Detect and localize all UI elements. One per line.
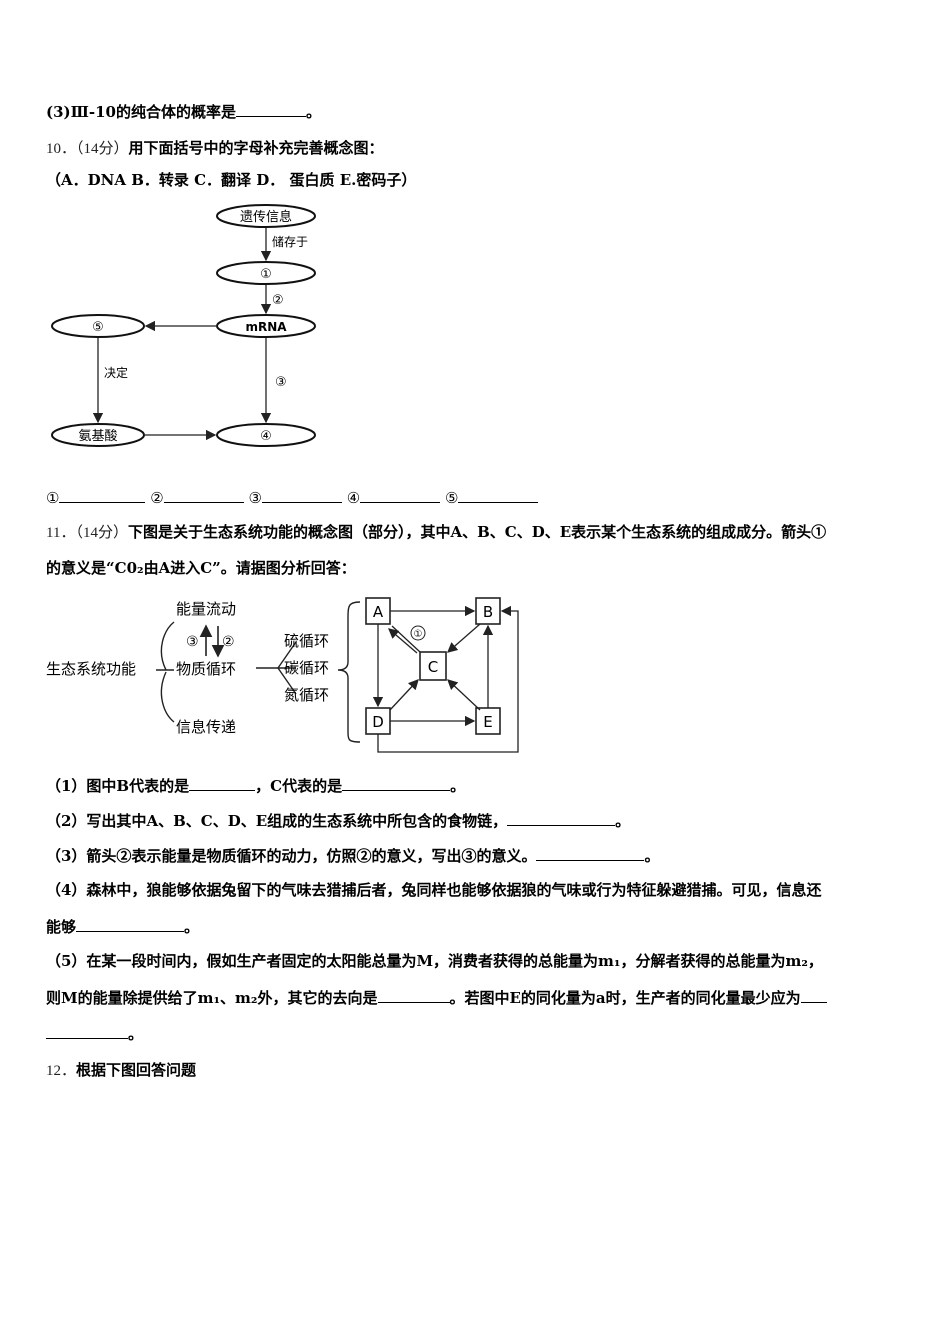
- sub5-text-a: 则M的能量除提供给了m₁、m₂外，其它的去向是: [46, 989, 378, 1007]
- q11-sub5-line1: （5）在某一段时间内，假如生产者固定的太阳能总量为M，消费者获得的总能量为m₁，…: [46, 952, 823, 970]
- svg-text:①: ①: [414, 629, 423, 640]
- q10-options: （A．DNA B．转录 C．翻译 D． 蛋白质 E.密码子）: [46, 171, 417, 189]
- sub5-text-b: 。若图中E的同化量为a时，生产者的同化量最少应为: [449, 989, 801, 1007]
- q9-part3-text: (3)Ⅲ-10的纯合体的概率是: [46, 103, 236, 121]
- answer-blank-2[interactable]: [163, 488, 244, 503]
- sub2-text: （2）写出其中A、B、C、D、E组成的生态系统中所包含的食物链，: [46, 812, 508, 830]
- node-mrna: mRNA: [216, 314, 316, 338]
- q11-sub1: （1）图中B代表的是 ，C代表的是 。: [46, 776, 465, 796]
- svg-text:④: ④: [260, 429, 272, 444]
- svg-text:D: D: [372, 713, 384, 731]
- slot-label-4: ④: [346, 489, 361, 507]
- node-5: ⑤: [51, 314, 145, 338]
- q11-sub5-line2: 则M的能量除提供给了m₁、m₂外，其它的去向是 。若图中E的同化量为a时，生产者的…: [46, 988, 827, 1008]
- period: 。: [128, 1025, 144, 1043]
- slot-label-2: ②: [150, 489, 164, 507]
- q10-score: （14分）: [76, 141, 129, 157]
- answer-blank-1[interactable]: [59, 488, 146, 503]
- svg-text:mRNA: mRNA: [245, 320, 287, 334]
- sub5-blank-2b[interactable]: [46, 1024, 128, 1039]
- sub1-text-a: （1）图中B代表的是: [46, 777, 190, 795]
- root-label: 生态系统功能: [46, 660, 136, 678]
- svg-text:决定: 决定: [104, 365, 128, 380]
- q11-header: 11．（14分）下图是关于生态系统功能的概念图（部分），其中A、B、C、D、E表…: [46, 522, 826, 543]
- period: 。: [306, 103, 322, 121]
- svg-text:①: ①: [260, 267, 272, 282]
- svg-text:③: ③: [186, 634, 199, 650]
- q11-sub4-line2: 能够 。: [46, 917, 199, 937]
- branch-info-transfer: 信息传递: [176, 718, 236, 736]
- q9-part3-blank[interactable]: [236, 102, 306, 117]
- svg-text:C: C: [428, 658, 438, 676]
- q12-header: 12．根据下图回答问题: [46, 1060, 196, 1081]
- answer-blank-3[interactable]: [261, 488, 342, 503]
- q11-prompt-line1: 下图是关于生态系统功能的概念图（部分），其中A、B、C、D、E表示某个生态系统的…: [127, 523, 827, 541]
- branch-energy-flow: 能量流动: [176, 600, 236, 618]
- cycle-nitrogen: 氮循环: [284, 686, 329, 704]
- node-1: ①: [216, 261, 316, 285]
- node-4: ④: [216, 423, 316, 447]
- q12-prompt: 根据下图回答问题: [76, 1061, 197, 1079]
- svg-text:储存于: 储存于: [272, 234, 308, 249]
- q11-sub4-line1: （4）森林中，狼能够依据兔留下的气味去猎捕后者，兔同样也能够依据狼的气味或行为特…: [46, 881, 822, 899]
- sub1-blank-c[interactable]: [342, 776, 451, 791]
- sub5-blank-1[interactable]: [377, 988, 450, 1003]
- sub4-blank[interactable]: [76, 917, 185, 932]
- branch-material-cycle: 物质循环: [176, 660, 236, 678]
- sub1-text-b: ，C代表的是: [255, 777, 343, 795]
- q11-sub5-line3: 。: [46, 1024, 143, 1044]
- svg-text:③: ③: [275, 375, 287, 390]
- q11-ecosystem-diagram: 生态系统功能 能量流动 物质循环 信息传递 ③ ② 硫循环 碳循环 氮循环 A …: [46, 597, 519, 753]
- cycle-sulfur: 硫循环: [284, 632, 329, 650]
- svg-text:E: E: [483, 713, 492, 731]
- q12-number: 12．: [46, 1063, 77, 1079]
- node-amino-acid: 氨基酸: [51, 423, 145, 447]
- period: 。: [450, 777, 466, 795]
- svg-text:氨基酸: 氨基酸: [78, 429, 117, 444]
- period: 。: [644, 847, 660, 865]
- slot-label-5: ⑤: [444, 489, 459, 507]
- answer-blank-5[interactable]: [458, 488, 539, 503]
- slot-label-3: ③: [248, 489, 262, 507]
- period: 。: [615, 812, 631, 830]
- node-genetic-info: 遗传信息: [216, 204, 316, 228]
- q11-prompt-line2: 的意义是“C0₂由A进入C”。请据图分析回答：: [46, 559, 356, 577]
- q10-answer-slots: ① ② ③ ④ ⑤: [46, 488, 539, 508]
- sub3-text: （3）箭头②表示能量是物质循环的动力，仿照②的意义，写出③的意义。: [46, 847, 537, 865]
- svg-text:②: ②: [222, 634, 235, 650]
- svg-text:⑤: ⑤: [92, 320, 104, 335]
- answer-blank-4[interactable]: [360, 488, 441, 503]
- q11-sub2: （2）写出其中A、B、C、D、E组成的生态系统中所包含的食物链， 。: [46, 811, 630, 831]
- period: 。: [184, 918, 200, 936]
- sub1-blank-b[interactable]: [189, 776, 256, 791]
- svg-text:②: ②: [272, 293, 284, 308]
- q10-concept-diagram: 遗传信息 ① mRNA ⑤ 氨基酸 ④ 储存于 ② ③ 决定: [51, 204, 316, 447]
- q10-prompt: 用下面括号中的字母补充完善概念图：: [128, 139, 384, 157]
- q10-number: 10．: [46, 141, 77, 157]
- q9-part3: (3)Ⅲ-10的纯合体的概率是 。: [46, 102, 321, 122]
- svg-text:B: B: [483, 603, 493, 621]
- sub3-blank[interactable]: [536, 846, 645, 861]
- cycle-carbon: 碳循环: [284, 659, 329, 677]
- q11-score: （14分）: [75, 525, 128, 541]
- q11-sub3: （3）箭头②表示能量是物质循环的动力，仿照②的意义，写出③的意义。 。: [46, 846, 659, 866]
- svg-text:A: A: [373, 603, 384, 621]
- q11-number: 11．: [46, 525, 76, 541]
- q10-header: 10．（14分）用下面括号中的字母补充完善概念图：: [46, 138, 384, 159]
- slot-label-1: ①: [46, 489, 60, 507]
- sub4-text: 能够: [46, 918, 77, 936]
- sub2-blank[interactable]: [507, 811, 616, 826]
- svg-text:遗传信息: 遗传信息: [240, 209, 292, 225]
- sub5-blank-2a[interactable]: [800, 988, 827, 1003]
